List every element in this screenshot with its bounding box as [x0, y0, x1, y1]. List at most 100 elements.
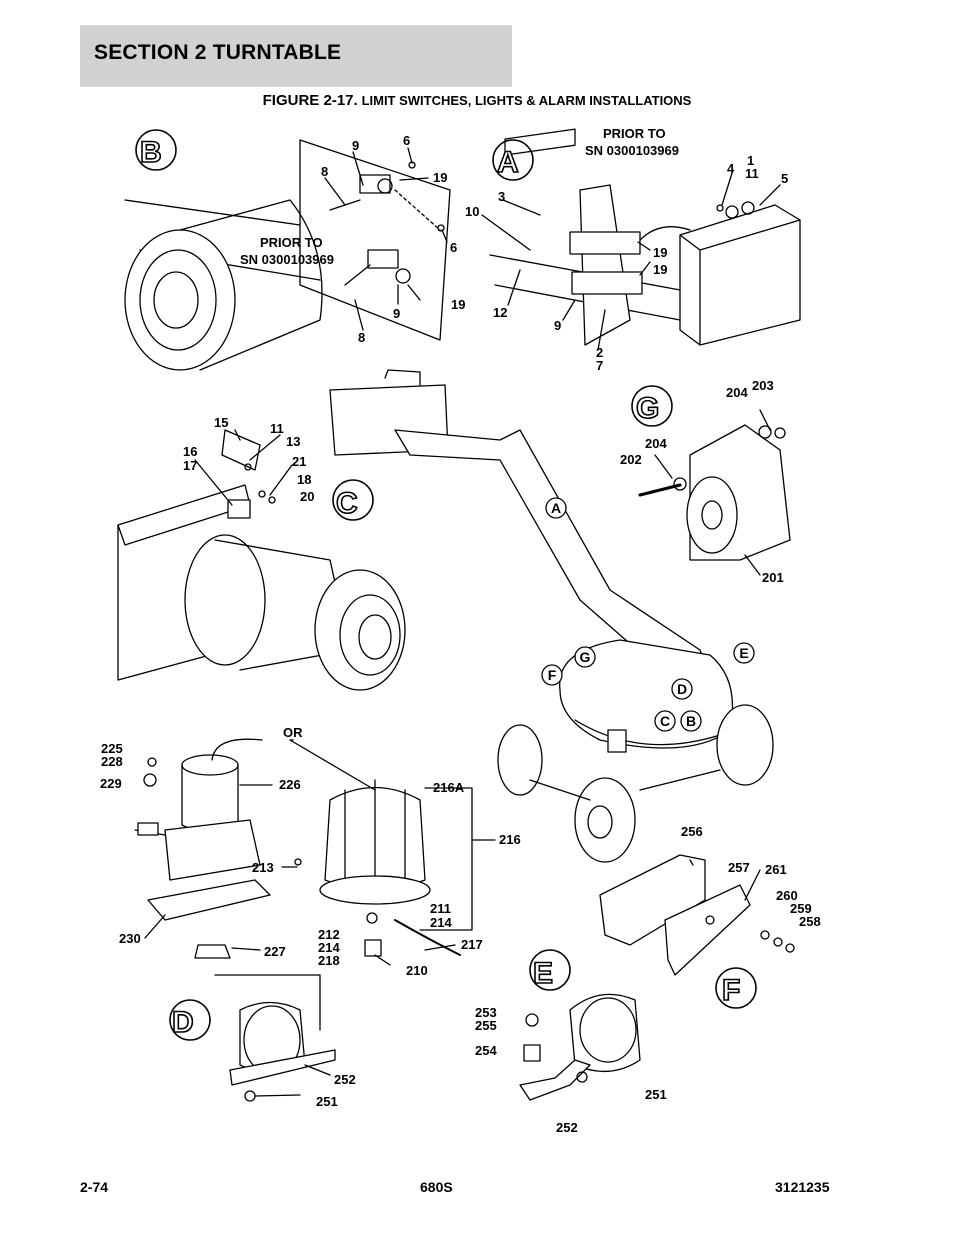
view-a-drawing: [489, 128, 801, 346]
bubble-g: G: [580, 649, 591, 665]
callout-e-253: 253: [475, 1005, 497, 1020]
callout-a-7: 7: [596, 358, 603, 373]
bubble-e: E: [739, 645, 748, 661]
view-c-callouts: 15 11 13 16 17 21 18 20: [183, 415, 314, 504]
callout-d-210: 210: [406, 963, 428, 978]
view-d-drawing: [134, 754, 461, 1102]
callout-a-11: 11: [745, 166, 759, 181]
note-b-prior-to: PRIOR TO: [260, 235, 323, 250]
view-letter-b: B: [140, 136, 162, 169]
callout-e-252: 252: [556, 1120, 578, 1135]
callout-f-261: 261: [765, 862, 787, 877]
callout-e-251: 251: [645, 1087, 667, 1102]
figure-caption: LIMIT SWITCHES, LIGHTS & ALARM INSTALLAT…: [361, 93, 692, 108]
callout-a-10: 10: [465, 204, 479, 219]
view-letter-c: C: [336, 487, 358, 520]
callout-b-6-mid: 6: [450, 240, 457, 255]
callout-f-259: 259: [790, 901, 812, 916]
callout-g-202: 202: [620, 452, 642, 467]
footer-doc-number: 3121235: [775, 1179, 830, 1195]
callout-d-252: 252: [334, 1072, 356, 1087]
figure-number: FIGURE 2-17.: [262, 92, 358, 109]
callout-b-19-bottom: 19: [451, 297, 465, 312]
view-d-callouts: OR 225 228 229 226 216A 216 213 211 214 …: [100, 725, 521, 1109]
callout-d-228: 228: [101, 754, 123, 769]
callout-a-4: 4: [727, 161, 735, 176]
view-e-callouts: 253 255 254 251 252: [475, 1005, 667, 1135]
callout-b-8-top: 8: [321, 164, 328, 179]
view-b-callouts: 9 6 8 19 6 PRIOR TO SN 0300103969 9 19 8: [240, 133, 465, 345]
callout-c-17: 17: [183, 458, 197, 473]
callout-g-204-top: 204: [726, 385, 748, 400]
callout-f-257: 257: [728, 860, 750, 875]
figure-title: FIGURE 2-17. LIMIT SWITCHES, LIGHTS & AL…: [0, 92, 954, 109]
bubble-b: B: [686, 713, 696, 729]
callout-d-229: 229: [100, 776, 122, 791]
callout-d-214-left: 214: [318, 940, 340, 955]
callout-d-218: 218: [318, 953, 340, 968]
callout-g-204-mid: 204: [645, 436, 667, 451]
callout-d-251: 251: [316, 1094, 338, 1109]
callout-c-20: 20: [300, 489, 314, 504]
machine-drawing: [329, 369, 774, 863]
callout-a-3: 3: [498, 189, 505, 204]
bubble-a: A: [551, 500, 561, 516]
callout-a-19-top: 19: [653, 245, 667, 260]
callout-d-214-right: 214: [430, 915, 452, 930]
callout-g-203: 203: [752, 378, 774, 393]
callout-d-225: 225: [101, 741, 123, 756]
callout-c-18: 18: [297, 472, 311, 487]
callout-c-11: 11: [270, 421, 284, 436]
callout-f-256: 256: [681, 824, 703, 839]
view-g-drawing: [638, 424, 791, 561]
callout-d-227: 227: [264, 944, 286, 959]
footer-model: 680S: [420, 1179, 453, 1195]
note-a-serial: SN 0300103969: [585, 143, 679, 158]
view-a-callouts: PRIOR TO SN 0300103969 4 1 11 5 3 10 19 …: [465, 126, 788, 373]
section-header-box: SECTION 2 TURNTABLE: [80, 25, 512, 87]
callout-e-255: 255: [475, 1018, 497, 1033]
callout-d-230: 230: [119, 931, 141, 946]
view-letter-d: D: [172, 1006, 194, 1039]
view-e-drawing: [519, 993, 641, 1101]
callout-b-6-top: 6: [403, 133, 410, 148]
callout-f-258: 258: [799, 914, 821, 929]
view-g-callouts: 204 203 204 202 201: [620, 378, 784, 585]
bubble-d: D: [677, 681, 687, 697]
callout-a-2: 2: [596, 345, 603, 360]
callout-a-9: 9: [554, 318, 561, 333]
view-letter-a: A: [497, 146, 519, 179]
callout-c-13: 13: [286, 434, 300, 449]
callout-b-8-bottom: 8: [358, 330, 365, 345]
bubble-f: F: [548, 667, 557, 683]
callout-c-16: 16: [183, 444, 197, 459]
callout-b-9-top: 9: [352, 138, 359, 153]
machine-locator-bubbles: A G F D E C B: [541, 497, 755, 732]
note-a-prior-to: PRIOR TO: [603, 126, 666, 141]
bubble-c: C: [660, 713, 670, 729]
view-f-callouts: 256 257 261 260 259 258: [681, 824, 821, 929]
view-f-drawing: [599, 854, 795, 976]
callout-d-212: 212: [318, 927, 340, 942]
callout-b-9-bottom: 9: [393, 306, 400, 321]
view-letter-e: E: [533, 957, 553, 990]
callout-a-12: 12: [493, 305, 507, 320]
callout-c-21: 21: [292, 454, 306, 469]
callout-g-201: 201: [762, 570, 784, 585]
callout-a-1: 1: [747, 153, 754, 168]
view-letter-g: G: [636, 392, 659, 425]
callout-d-213: 213: [252, 860, 274, 875]
callout-d-216a: 216A: [433, 780, 465, 795]
note-d-or: OR: [283, 725, 303, 740]
footer-page-number: 2-74: [80, 1179, 109, 1195]
section-title: SECTION 2 TURNTABLE: [94, 41, 342, 64]
callout-a-19-bottom: 19: [653, 262, 667, 277]
callout-d-226: 226: [279, 777, 301, 792]
view-letters: B A G C D E F: [135, 129, 757, 1041]
view-c-drawing: [117, 429, 406, 691]
callout-d-216: 216: [499, 832, 521, 847]
callout-b-19-top: 19: [433, 170, 447, 185]
callout-d-211: 211: [430, 901, 451, 916]
callout-a-5: 5: [781, 171, 788, 186]
